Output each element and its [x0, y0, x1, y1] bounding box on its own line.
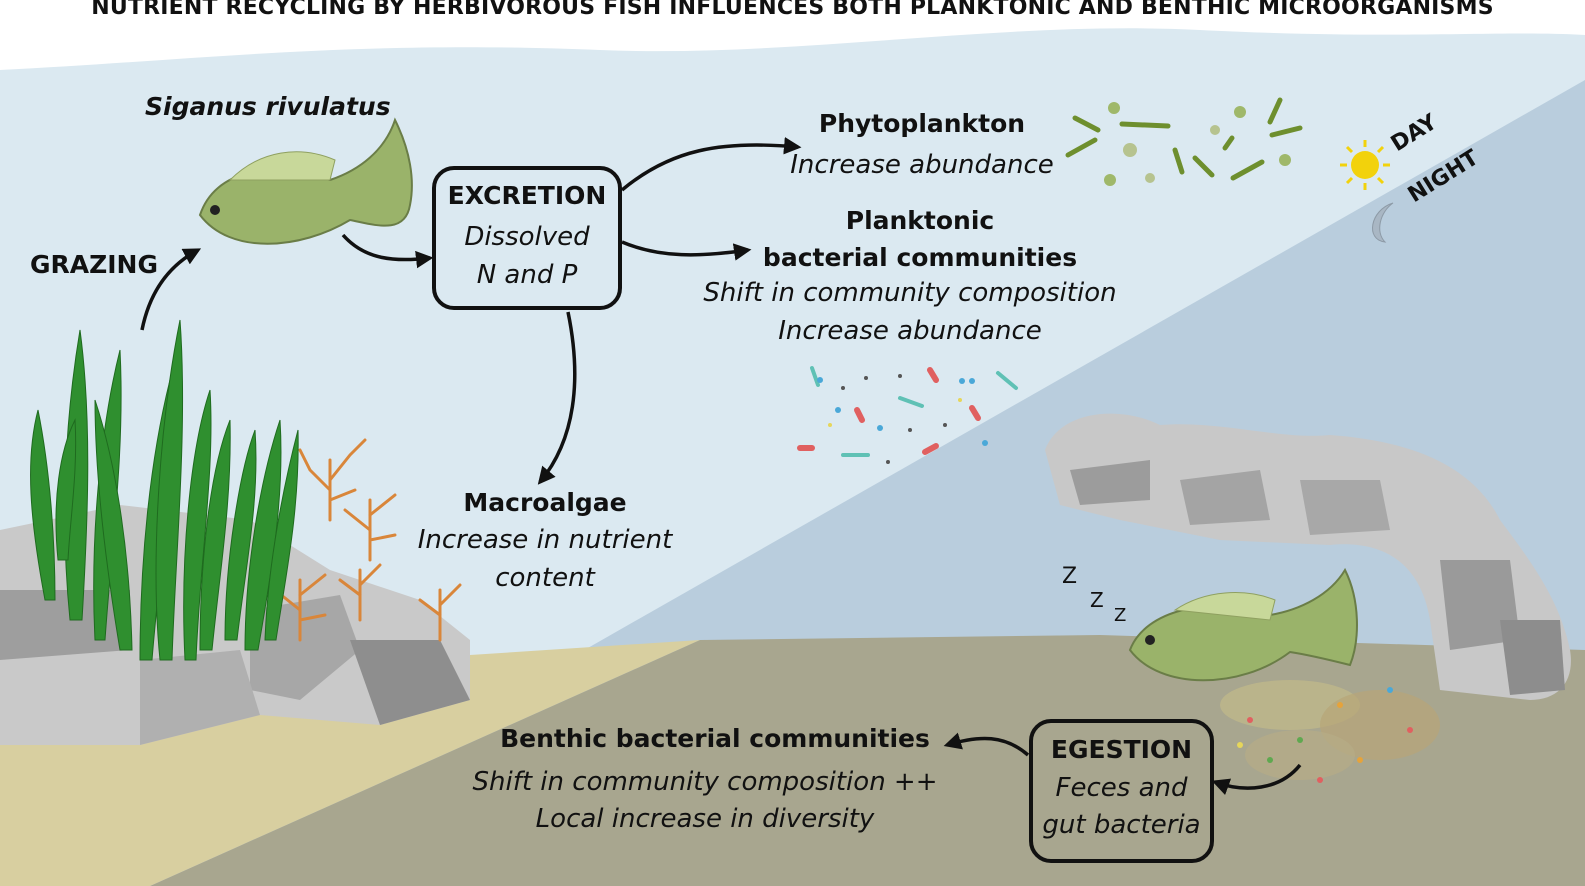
seagrass — [30, 319, 299, 661]
orange-macroalgae — [273, 438, 462, 642]
benthic-effect-2: Local increase in diversity — [535, 804, 875, 834]
arrow-egestion-to-benthic — [943, 732, 1030, 757]
benthic-heading: Benthic bacterial communities — [500, 724, 930, 753]
feces-particles — [1220, 680, 1440, 783]
sleep-z-1: Z — [1062, 564, 1078, 589]
arrow-fish-to-excretion — [341, 233, 434, 269]
excretion-line2: N and P — [476, 260, 578, 290]
sleep-z-3: Z — [1114, 605, 1127, 626]
reef-rocks-right — [1045, 413, 1571, 700]
macroalgae-effect-1: Increase in nutrient — [417, 525, 673, 555]
excretion-heading: EXCRETION — [447, 181, 607, 210]
flow-arrows — [140, 137, 1302, 796]
planktonic-bacteria — [797, 366, 1018, 464]
egestion-line1: Feces and — [1055, 773, 1188, 803]
macroalgae-heading: Macroalgae — [463, 488, 627, 517]
excretion-line1: Dissolved — [464, 222, 590, 252]
planktonic-effect-2: Increase abundance — [778, 316, 1042, 346]
arrow-to-phytoplankton — [620, 137, 802, 192]
phytoplankton-effect: Increase abundance — [790, 150, 1054, 180]
moon-icon — [1372, 202, 1394, 243]
phytoplankton-cells — [1065, 97, 1303, 186]
sun-icon — [1340, 140, 1390, 190]
arrow-grazing — [140, 248, 202, 331]
egestion-line2: gut bacteria — [1042, 810, 1201, 840]
grazing-label: GRAZING — [30, 250, 158, 279]
arrow-to-macroalgae — [537, 311, 577, 485]
diagram-title: NUTRIENT RECYCLING BY HERBIVOROUS FISH I… — [91, 0, 1494, 20]
excretion-box — [432, 166, 622, 310]
arrow-to-planktonic — [621, 240, 752, 261]
planktonic-heading-2: bacterial communities — [762, 243, 1078, 272]
fish-night — [1128, 567, 1358, 682]
planktonic-heading-1: Planktonic — [845, 206, 995, 235]
benthic-effect-1: Shift in community composition ++ — [472, 767, 938, 797]
phytoplankton-heading: Phytoplankton — [818, 109, 1026, 138]
arrow-feces-to-egestion — [1211, 763, 1302, 796]
species-label: Siganus rivulatus — [145, 92, 391, 121]
fish-day — [198, 117, 413, 245]
sleep-z-2: Z — [1090, 588, 1104, 612]
egestion-heading: EGESTION — [1050, 735, 1193, 764]
macroalgae-effect-2: content — [495, 563, 595, 593]
sand-day — [0, 640, 700, 886]
planktonic-effect-1: Shift in community composition — [703, 278, 1117, 308]
